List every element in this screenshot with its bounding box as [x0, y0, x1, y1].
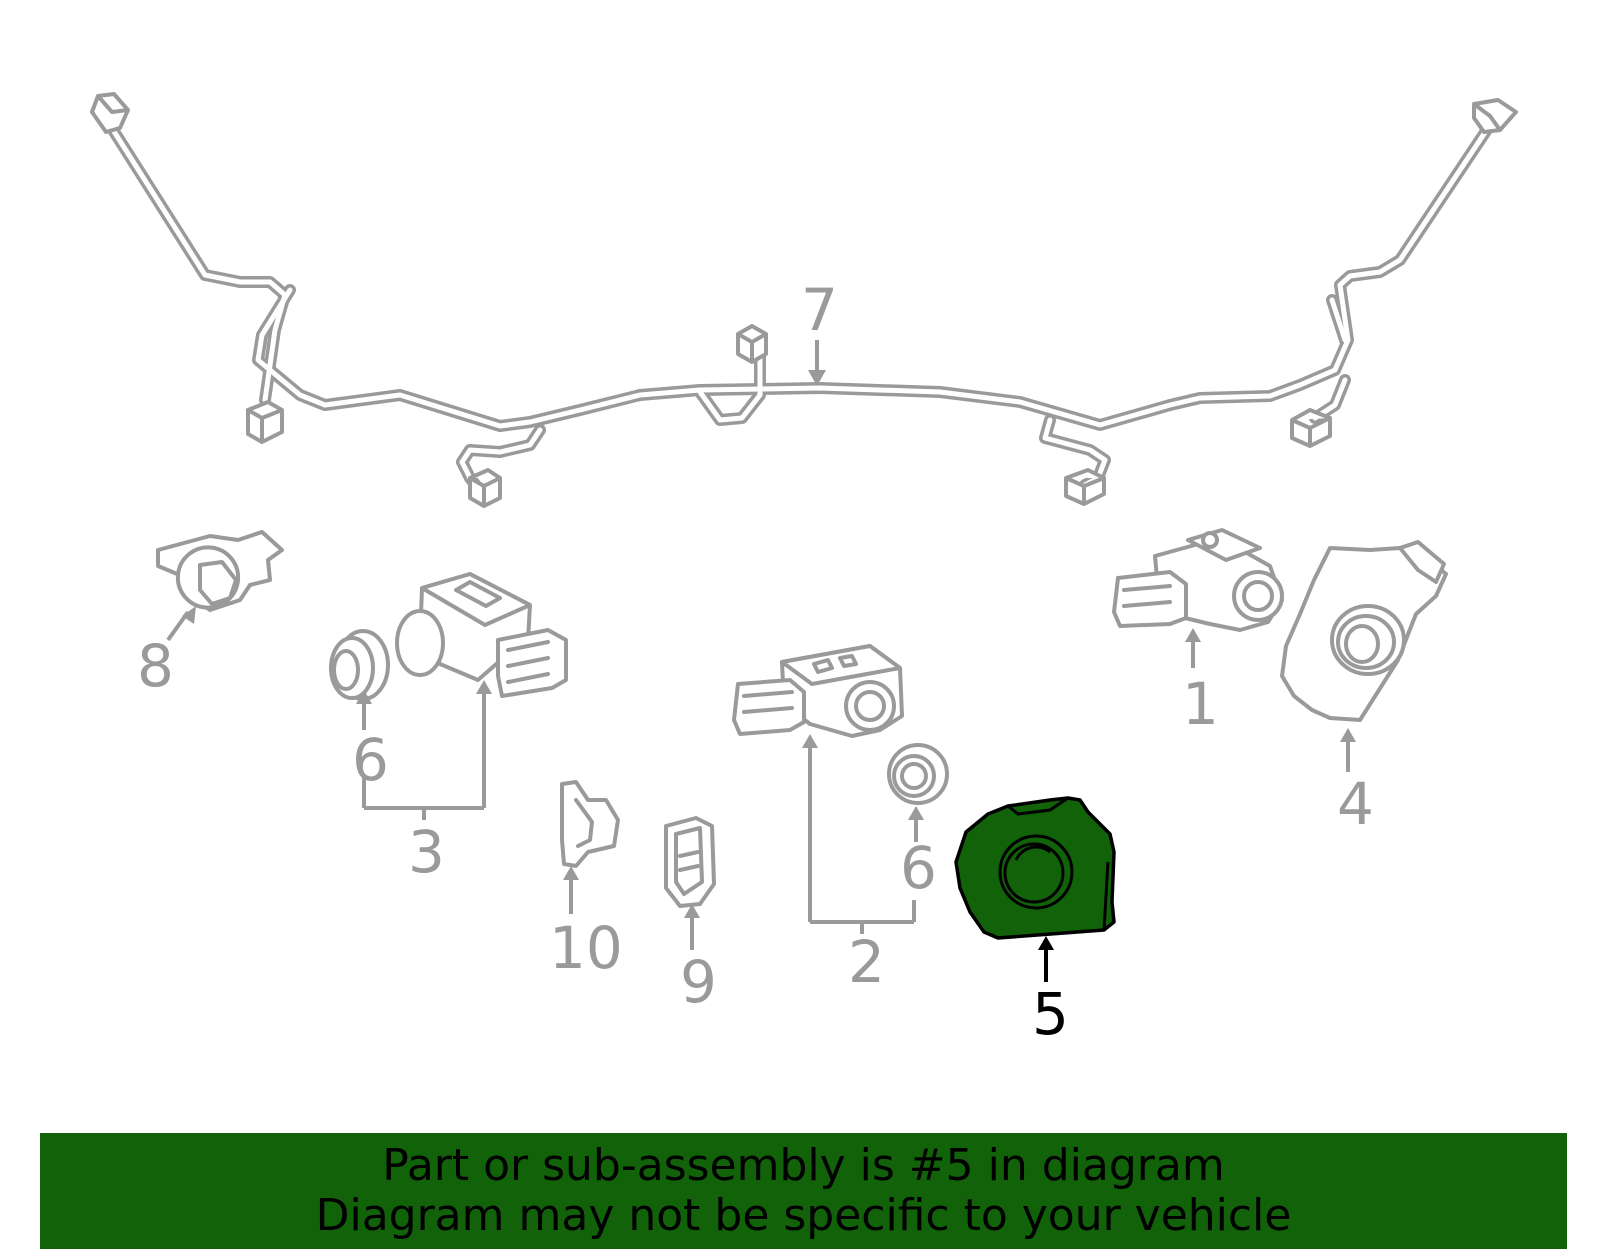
callout-10: 10: [549, 914, 623, 982]
retainer-part-9: [664, 816, 716, 908]
bracket-part-4: [1280, 540, 1448, 722]
grommet-part-6-right: [887, 743, 949, 805]
grommet-part-6-left: [329, 629, 390, 701]
callout-6-right: 6: [900, 834, 937, 902]
banner-line-2: Diagram may not be specific to your vehi…: [315, 1190, 1292, 1241]
wire-harness-part-7: [90, 92, 1518, 508]
callout-3: 3: [408, 818, 445, 886]
callout-5: 5: [1032, 980, 1069, 1048]
leader-lines: [166, 340, 1356, 982]
callout-7: 7: [801, 276, 838, 344]
sensor-part-2: [732, 644, 904, 738]
callout-1: 1: [1182, 670, 1219, 738]
banner-line-1: Part or sub-assembly is #5 in diagram: [382, 1140, 1225, 1191]
bezel-part-5-highlighted: [954, 796, 1116, 940]
sensor-part-3: [395, 572, 568, 698]
callout-4: 4: [1337, 770, 1374, 838]
callout-6-left: 6: [352, 726, 389, 794]
callout-8: 8: [137, 632, 174, 700]
callout-labels: 7 8 6 3 10 9 2 6 1 4 5: [137, 276, 1374, 1048]
clip-part-10: [560, 780, 620, 868]
callout-2: 2: [848, 928, 885, 996]
sensor-part-8: [156, 530, 284, 612]
sensor-part-1: [1112, 528, 1284, 632]
callout-9: 9: [680, 948, 717, 1016]
info-banner: Part or sub-assembly is #5 in diagram Di…: [40, 1133, 1567, 1249]
